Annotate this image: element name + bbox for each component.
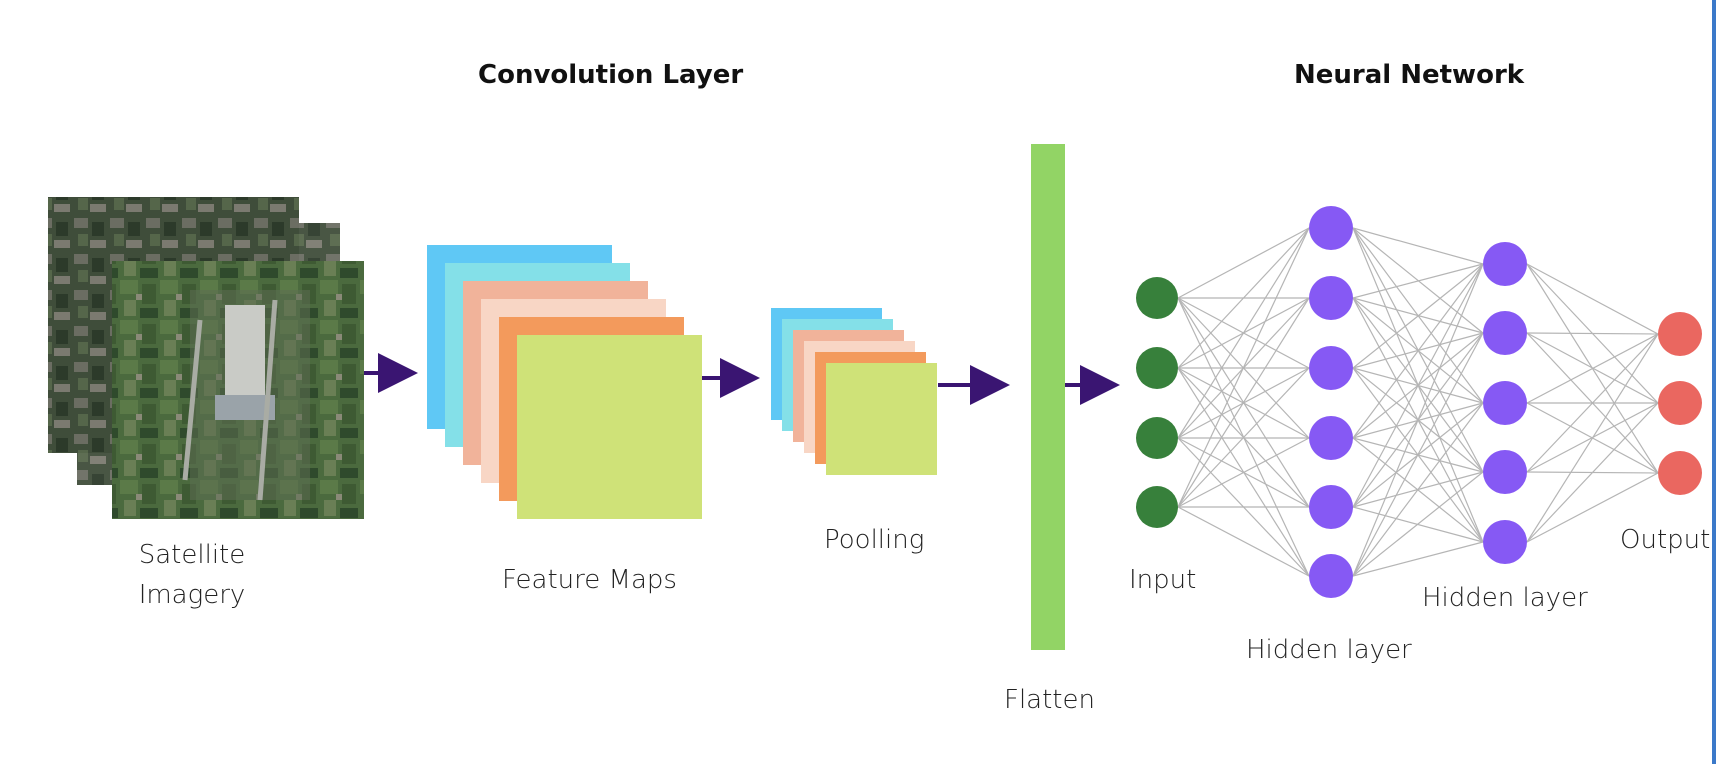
- satellite-label-line-2: Imagery: [138, 580, 246, 610]
- connection-edge: [1526, 402, 1659, 543]
- hidden-node: [1483, 381, 1527, 425]
- output-node: [1658, 381, 1702, 425]
- feature-maps-label: Feature Maps: [502, 565, 677, 595]
- connection-edge: [1352, 332, 1484, 577]
- connection-edge: [1352, 227, 1484, 265]
- input-node: [1136, 277, 1178, 319]
- convolution-layer-title: Convolution Layer: [478, 60, 744, 90]
- output-node: [1658, 312, 1702, 356]
- connection-edge: [1177, 227, 1310, 508]
- hidden-layer-2-label: Hidden layer: [1422, 583, 1588, 613]
- hidden-node: [1309, 416, 1353, 460]
- right-edge-border: [1712, 0, 1716, 764]
- satellite-imagery-label: Satellite Imagery: [130, 535, 254, 615]
- connection-edge: [1177, 437, 1310, 508]
- hidden-node: [1483, 242, 1527, 286]
- satellite-label-line-1: Satellite: [138, 540, 246, 570]
- network-nodes: [1136, 206, 1702, 598]
- neural-network-title: Neural Network: [1294, 60, 1525, 90]
- connection-edge: [1352, 263, 1484, 508]
- connection-edge: [1526, 332, 1659, 335]
- connection-edge: [1177, 297, 1310, 508]
- connection-edge: [1526, 333, 1659, 543]
- connection-edge: [1526, 263, 1659, 335]
- feature-maps-stack: [427, 245, 702, 519]
- connection-edge: [1352, 263, 1484, 369]
- connection-edge: [1526, 333, 1659, 473]
- pooled-map-6: [826, 363, 937, 475]
- airport-runway: [182, 290, 310, 501]
- connection-edge: [1177, 506, 1310, 577]
- connection-edge: [1526, 472, 1659, 543]
- network-connections: [1177, 227, 1659, 577]
- connection-edge: [1352, 263, 1484, 439]
- hidden-node: [1309, 554, 1353, 598]
- hidden-node: [1483, 520, 1527, 564]
- flatten-bar: [1031, 144, 1065, 650]
- hidden-node: [1483, 450, 1527, 494]
- pooling-label: Poolling: [824, 525, 925, 555]
- connection-edge: [1352, 263, 1484, 299]
- connection-edge: [1352, 263, 1484, 577]
- input-node: [1136, 486, 1178, 528]
- hidden-node: [1309, 485, 1353, 529]
- connection-edge: [1526, 333, 1659, 404]
- hidden-node: [1309, 206, 1353, 250]
- connection-edge: [1177, 367, 1310, 508]
- flatten-label: Flatten: [1004, 685, 1095, 715]
- input-node: [1136, 417, 1178, 459]
- output-label: Output: [1620, 525, 1711, 555]
- input-node: [1136, 347, 1178, 389]
- connection-edge: [1352, 402, 1484, 577]
- connection-edge: [1177, 227, 1310, 369]
- pooling-stack: [771, 308, 937, 475]
- satellite-imagery-stack: [48, 197, 364, 519]
- input-label: Input: [1129, 565, 1197, 595]
- connection-edge: [1177, 227, 1310, 439]
- feature-map-6: [517, 335, 702, 519]
- connection-edge: [1352, 471, 1484, 577]
- hidden-node: [1309, 346, 1353, 390]
- hidden-node: [1483, 311, 1527, 355]
- hidden-node: [1309, 276, 1353, 320]
- output-node: [1658, 451, 1702, 495]
- connection-edge: [1177, 227, 1310, 299]
- connection-edge: [1352, 541, 1484, 577]
- hidden-layer-1-label: Hidden layer: [1246, 635, 1412, 665]
